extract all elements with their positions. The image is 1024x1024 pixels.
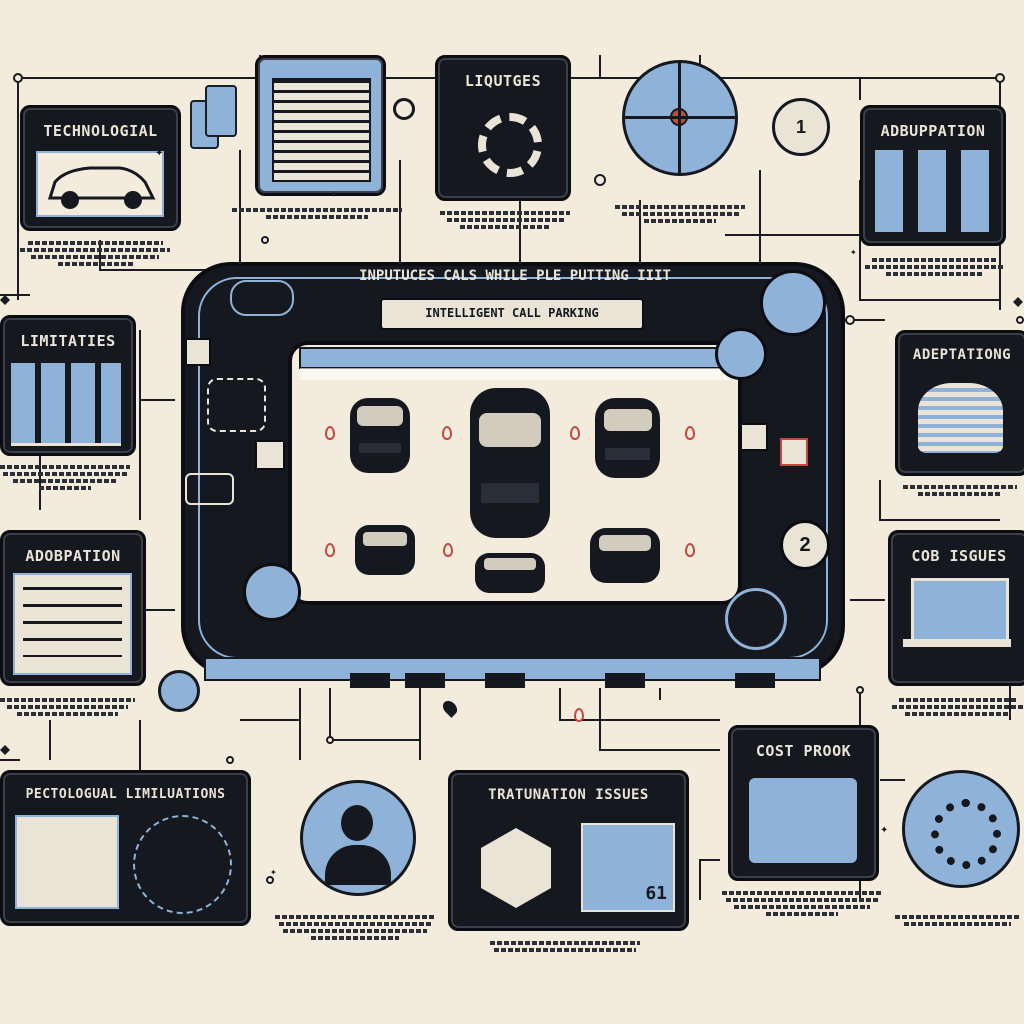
car-bottom-right	[590, 528, 660, 583]
caption-cost-proor	[722, 888, 882, 916]
panel-title: ADEPTATIONG	[912, 347, 1012, 363]
panel-cob-isgues: COB ISGUES	[888, 530, 1024, 686]
compass-crosshair	[678, 63, 681, 173]
parking-pin	[685, 426, 695, 440]
hub-parking-sign-icon	[740, 423, 768, 451]
caption-limitaties	[0, 462, 130, 490]
sparkle-icon: ✦	[270, 868, 277, 877]
panel-title: TECHNOLOGIAL	[43, 122, 158, 140]
car-bottom-center	[475, 553, 545, 593]
caption-compass	[615, 202, 745, 223]
panel-cost-proor: COST PROOK	[728, 725, 879, 881]
flower-gear-core	[931, 799, 1001, 869]
panel-title: LIQUTGES	[464, 72, 542, 90]
panel-adobpation: ADOBPATION	[0, 530, 146, 686]
analytics-screen: 61	[581, 823, 675, 912]
panel-title: PECTOLOGUAL LIMILUATIONS	[25, 787, 226, 802]
badge-1: 1	[772, 98, 830, 156]
flower-gear-icon	[902, 770, 1020, 888]
caption-adbuppation	[865, 255, 1005, 276]
caption-adeptationg	[900, 482, 1020, 496]
car-top-center	[470, 388, 550, 538]
caption-dashboard	[232, 205, 402, 219]
caption-liqutges	[440, 208, 570, 229]
network-hex-icon	[481, 828, 551, 908]
hub-ring-icon	[725, 588, 787, 650]
coin-stack-icon	[918, 383, 1003, 453]
checklist-icon	[13, 573, 132, 675]
parking-pin	[325, 426, 335, 440]
hub-banner: INPUTUCES CALS WHILE PLE PUTTING IIIT	[359, 268, 671, 284]
laptop-base	[903, 639, 1011, 647]
dashboard-screen	[272, 78, 371, 182]
parking-pin	[443, 543, 453, 557]
gear-icon	[478, 113, 542, 177]
buildings-icon	[11, 363, 121, 446]
parking-pin	[325, 543, 335, 557]
location-pin-icon	[574, 708, 584, 722]
hub-dollar-icon	[230, 280, 294, 316]
hub-parking-sign-icon	[185, 338, 211, 366]
hub-parking-sign-icon	[255, 440, 285, 470]
radar-icon	[133, 815, 232, 914]
analytics-screen-value: 61	[645, 883, 667, 904]
hub-badge-2: 2	[780, 520, 830, 570]
hub-alert-sign-icon	[780, 438, 808, 466]
hub-subtitle: INTELLIGENT CALL PARKING	[425, 306, 599, 320]
panel-title: ADBUPPATION	[880, 122, 986, 140]
hub-camera-icon	[760, 270, 826, 336]
document-icon	[15, 815, 119, 909]
hub-ticket-icon	[185, 473, 234, 505]
car-top-left	[350, 398, 410, 473]
hub-magnifier-icon	[243, 563, 301, 621]
caption-adobpation	[0, 695, 135, 716]
car-icon	[36, 151, 164, 217]
person-head	[341, 805, 373, 841]
parking-pin	[442, 426, 452, 440]
caption-person	[275, 912, 435, 940]
hub-lock-icon	[715, 328, 767, 380]
parking-pin	[570, 426, 580, 440]
panel-technological: TECHNOLOGIAL	[20, 105, 181, 231]
panel-adeptationg: ADEPTATIONG	[895, 330, 1024, 476]
parking-pin	[685, 543, 695, 557]
caption-cob-isgues	[892, 695, 1024, 716]
caption-tratunation	[490, 938, 640, 952]
funnel-icon	[749, 778, 857, 863]
sparkle-icon: ✦	[330, 190, 337, 199]
panel-tratunation: TRATUNATION ISSUES 61	[448, 770, 689, 931]
hub-subtitle-ribbon: INTELLIGENT CALL PARKING	[380, 298, 644, 330]
car-bottom-left	[355, 525, 415, 575]
sparkle-icon: ✦	[880, 825, 889, 836]
sparkle-icon: ✦	[850, 248, 857, 257]
panel-title: COST PROOK	[755, 742, 852, 760]
gear-small-icon	[393, 98, 415, 120]
caption-flower-gear	[895, 912, 1020, 926]
panel-title: COB ISGUES	[911, 547, 1007, 565]
hub-coins-icon	[207, 378, 266, 432]
panel-pecological: PECTOLOGUAL LIMILUATIONS	[0, 770, 251, 926]
panel-liqutges: LIQUTGES	[435, 55, 571, 201]
bar-chart-icon	[875, 150, 990, 232]
person-body	[325, 845, 391, 885]
panel-adbuppation: ADBUPPATION	[860, 105, 1006, 246]
panel-title: LIMITATIES	[20, 332, 116, 350]
video-play-icon	[158, 670, 200, 712]
panel-title: ADOBPATION	[25, 547, 121, 565]
person-avatar-icon	[300, 780, 416, 896]
phone-icon	[205, 85, 237, 137]
caption-technological	[20, 238, 170, 266]
panel-title: TRATUNATION ISSUES	[488, 787, 649, 803]
parking-hub: INPUTUCES CALS WHILE PLE PUTTING IIIT IN…	[175, 258, 850, 688]
panel-limitaties: LIMITATIES	[0, 315, 136, 456]
panel-dashboard	[255, 55, 386, 196]
compass-icon	[622, 60, 738, 176]
sparkle-icon: ✦	[155, 148, 164, 159]
laptop-icon	[911, 578, 1009, 642]
car-top-right	[595, 398, 660, 478]
